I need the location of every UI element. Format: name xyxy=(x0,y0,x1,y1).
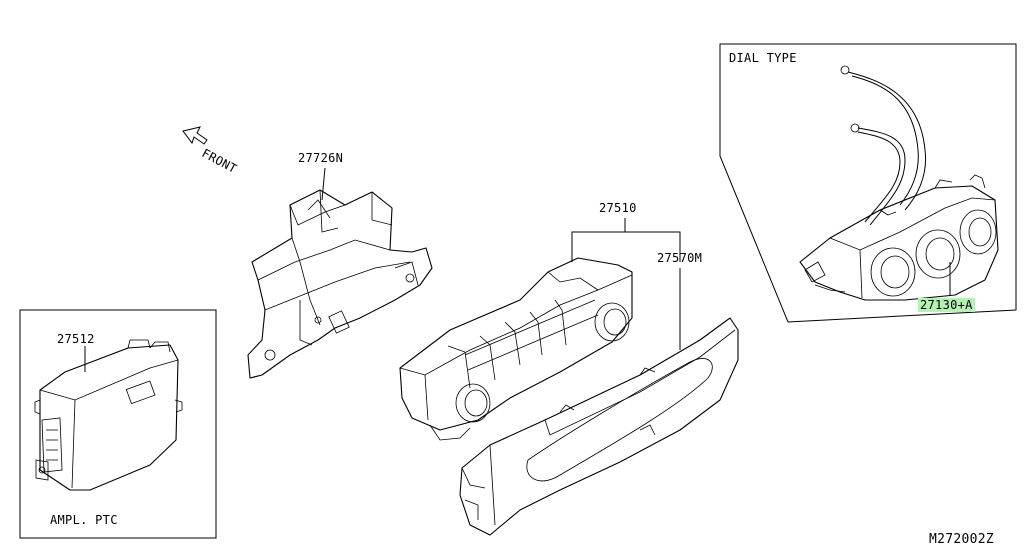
dial-type-frame xyxy=(719,43,1017,323)
label-27130a: 27130+A xyxy=(918,298,975,312)
control-cables xyxy=(840,65,927,226)
label-27512: 27512 xyxy=(57,332,95,346)
part-27510-control-unit[interactable] xyxy=(399,257,633,441)
label-ampl-ptc: AMPL. PTC xyxy=(50,513,118,527)
part-27726n-bracket[interactable] xyxy=(247,189,433,379)
front-arrow-icon xyxy=(182,126,208,145)
label-27726n: 27726N xyxy=(298,151,344,165)
diagram-code: M272002Z xyxy=(929,532,995,547)
part-27512-amplifier[interactable] xyxy=(34,339,183,491)
label-27570m: 27570M xyxy=(657,251,703,265)
label-dial-type: DIAL TYPE xyxy=(729,51,797,65)
label-27510: 27510 xyxy=(599,201,637,215)
part-27570m-finisher[interactable] xyxy=(459,317,739,536)
part-27130a-dial-control[interactable] xyxy=(799,174,999,301)
ampl-ptc-frame xyxy=(19,309,217,539)
